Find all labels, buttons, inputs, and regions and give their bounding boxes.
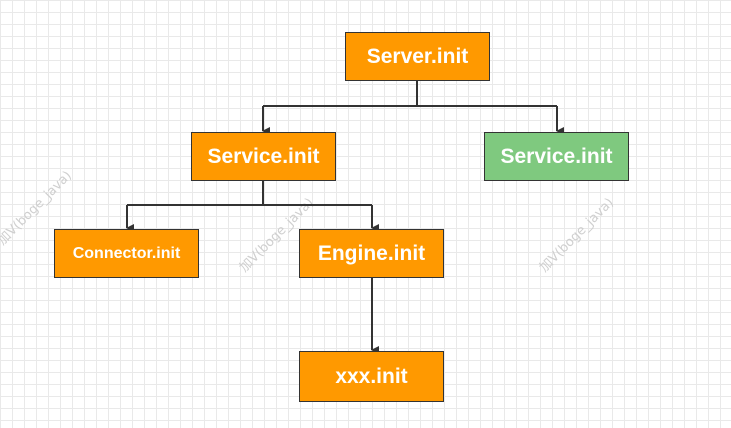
node-engine-init: Engine.init xyxy=(299,229,444,278)
node-service-init-left: Service.init xyxy=(191,132,336,181)
node-label: Service.init xyxy=(207,144,320,168)
node-connector-init: Connector.init xyxy=(54,229,199,278)
node-label: xxx.init xyxy=(335,364,408,388)
node-label: Engine.init xyxy=(317,241,426,265)
node-xxx-init: xxx.init xyxy=(299,351,444,402)
node-label: Server.init xyxy=(366,44,469,68)
node-service-init-right: Service.init xyxy=(484,132,629,181)
node-server-init: Server.init xyxy=(345,32,490,81)
node-label: Connector.init xyxy=(72,244,181,262)
node-label: Service.init xyxy=(500,144,613,168)
